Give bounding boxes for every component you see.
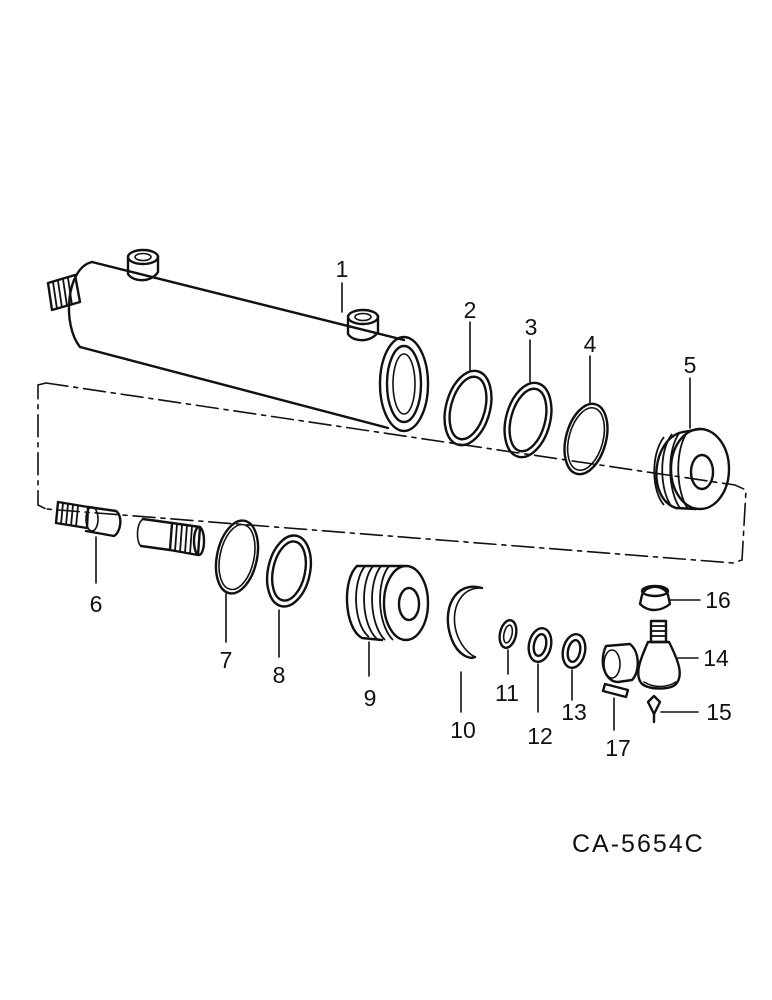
piston-rod-6 (54, 500, 206, 557)
label-part-4: 4 (584, 331, 597, 357)
o-ring-4 (563, 402, 609, 476)
seal-ring-8 (265, 534, 313, 608)
piston-5 (653, 427, 731, 511)
label-part-14: 14 (703, 645, 729, 671)
label-part-1: 1 (336, 256, 349, 282)
ball-joint-14 (637, 619, 681, 690)
label-part-17: 17 (605, 735, 631, 761)
label-part-2: 2 (464, 297, 477, 323)
snap-ring-10 (446, 585, 484, 659)
part-labels: 1 2 3 4 5 6 7 8 9 10 11 12 13 14 15 16 1… (90, 256, 732, 761)
ring-12 (527, 627, 553, 663)
grease-fitting-15 (646, 694, 662, 724)
label-part-8: 8 (273, 662, 286, 688)
clamp-17 (601, 642, 639, 699)
label-part-13: 13 (561, 699, 587, 725)
label-part-9: 9 (364, 685, 377, 711)
gland-9 (345, 564, 430, 642)
label-part-6: 6 (90, 591, 103, 617)
ring-13 (561, 633, 587, 669)
boot-16 (638, 584, 672, 612)
label-part-12: 12 (527, 723, 553, 749)
label-part-5: 5 (684, 352, 697, 378)
label-part-15: 15 (706, 699, 732, 725)
leader-lines (95, 282, 701, 731)
seal-ring-3 (503, 381, 553, 459)
o-ring-7 (214, 519, 260, 595)
ring-11 (498, 619, 518, 649)
cylinder-barrel (46, 248, 430, 433)
label-part-3: 3 (525, 314, 538, 340)
label-part-11: 11 (495, 680, 519, 706)
label-part-7: 7 (220, 647, 233, 673)
label-part-10: 10 (450, 717, 476, 743)
assembly-line (37, 382, 747, 564)
drawing-code: CA-5654C (572, 830, 705, 858)
seal-ring-2 (443, 369, 493, 447)
label-part-16: 16 (705, 587, 731, 613)
